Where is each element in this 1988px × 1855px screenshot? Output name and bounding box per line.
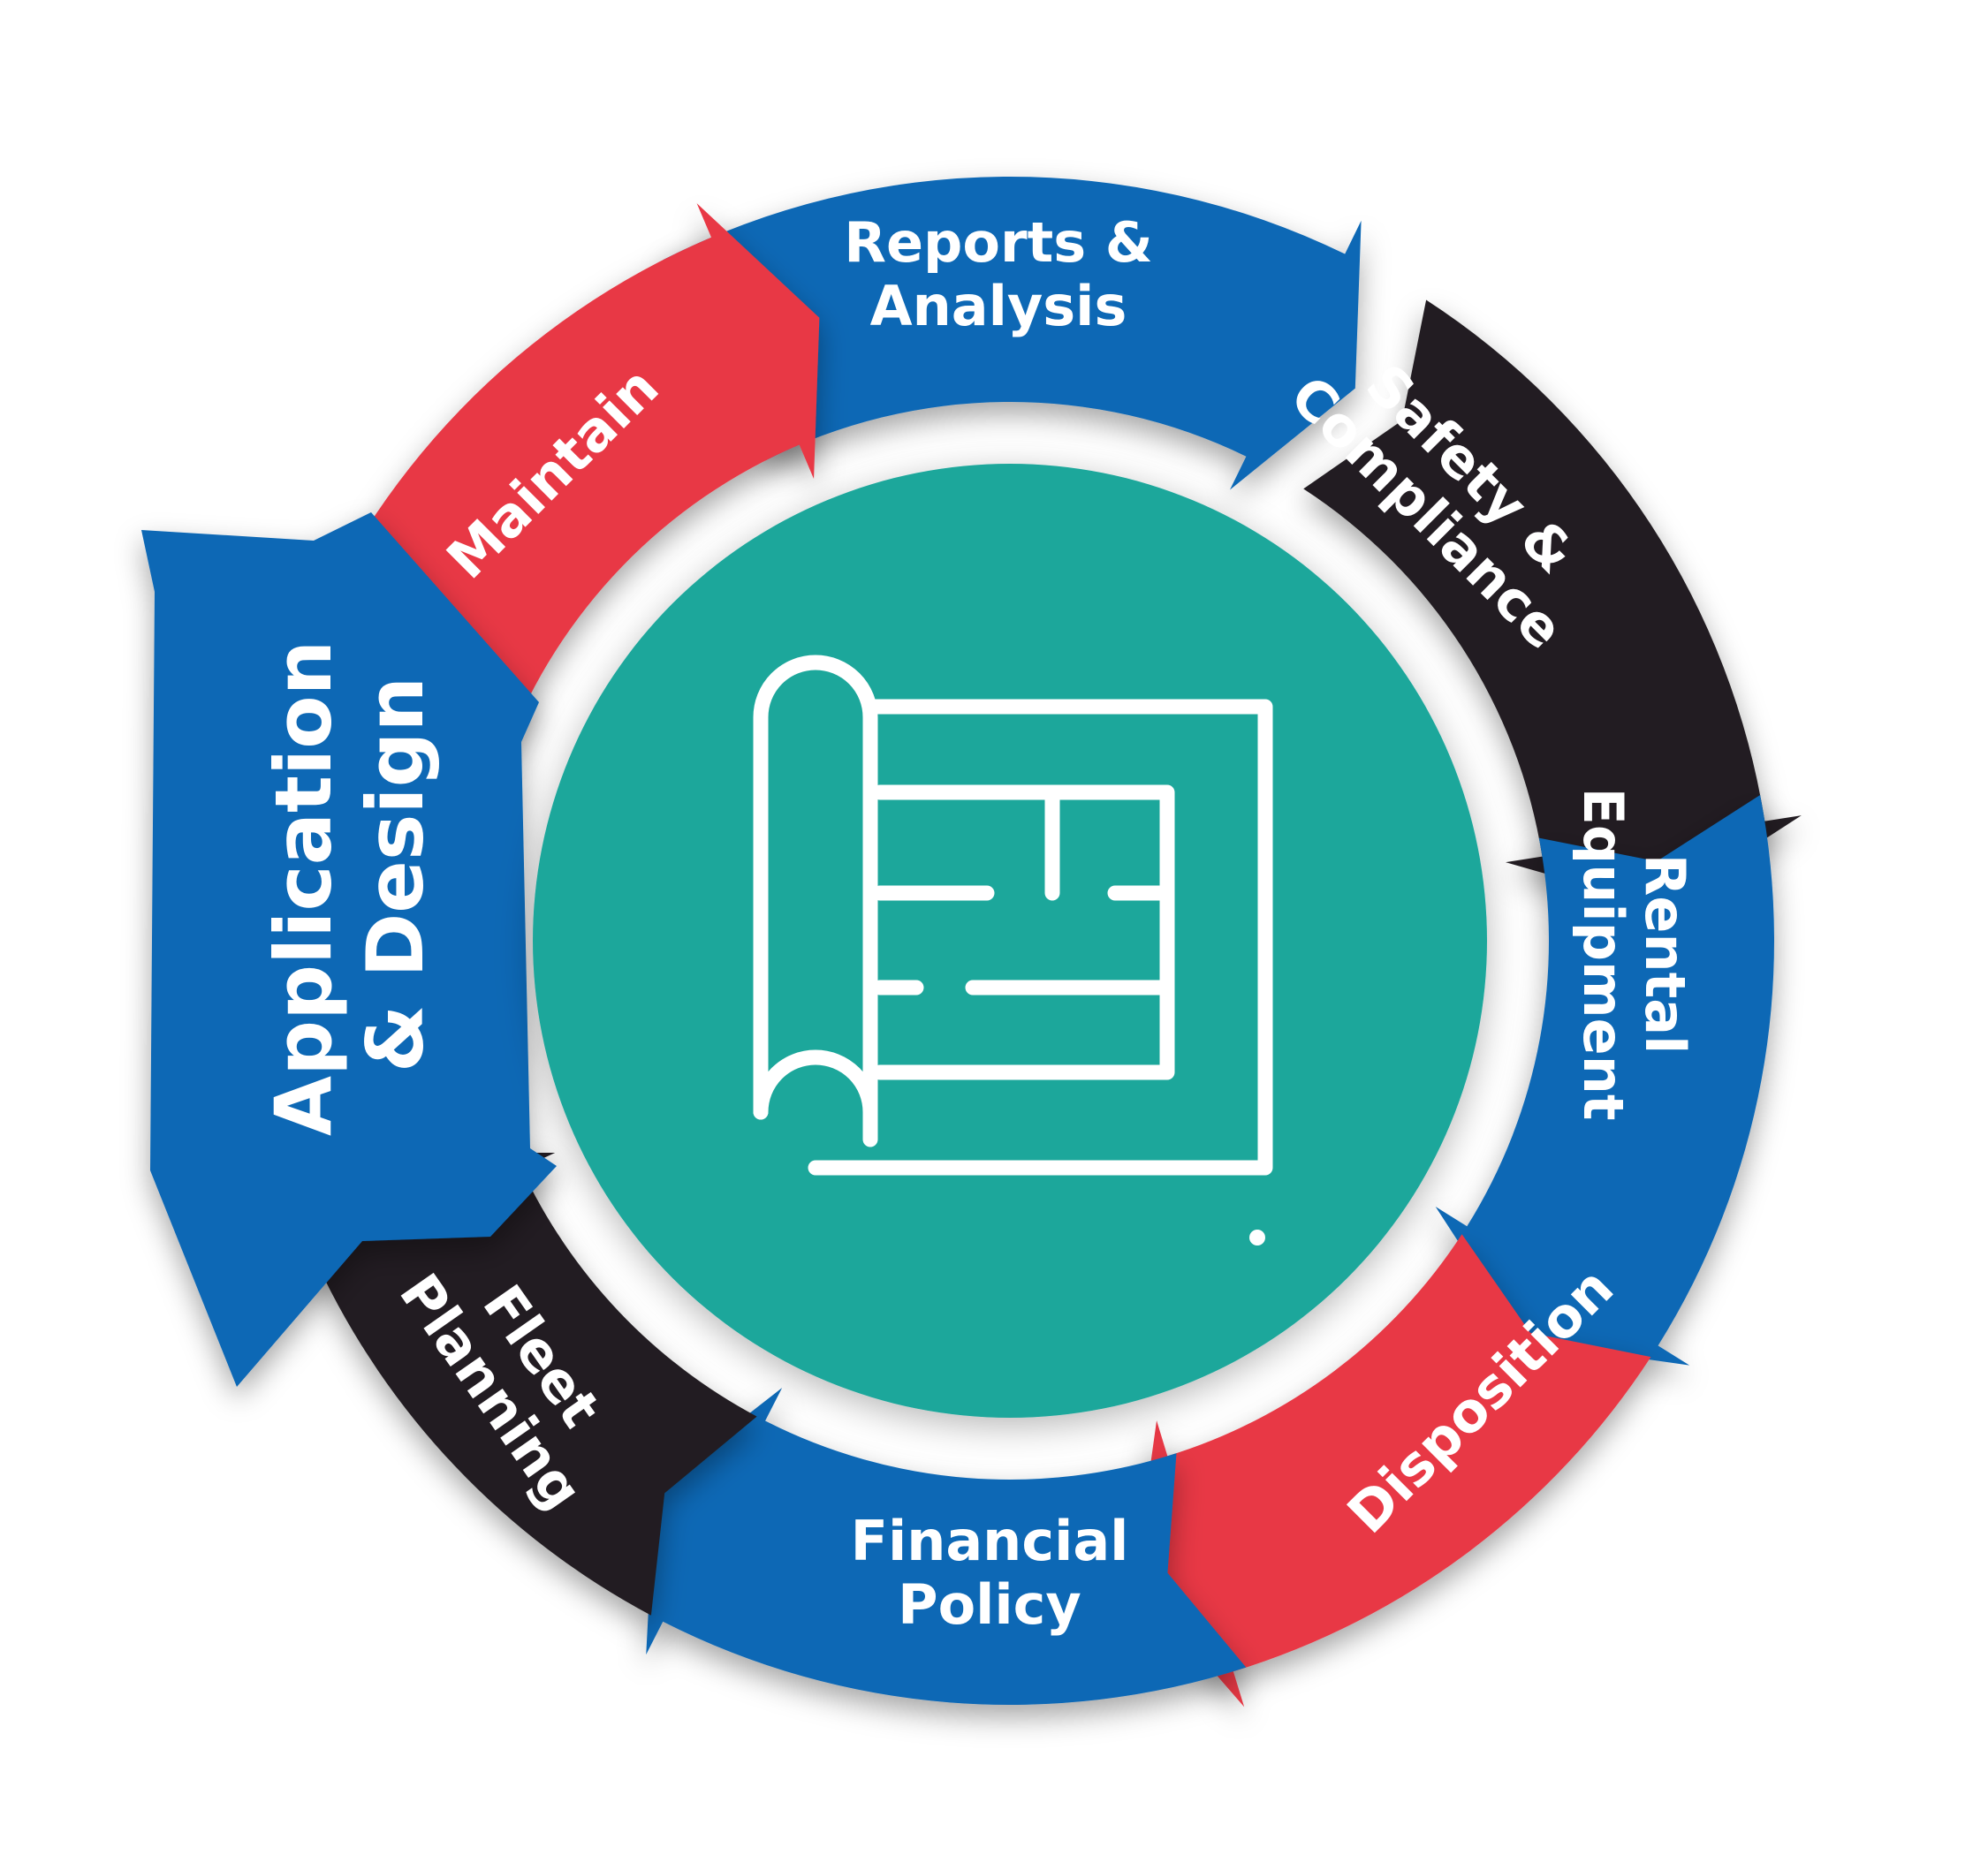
label-reports-line-2: Analysis xyxy=(870,274,1127,338)
application-design-label: Application & Design xyxy=(258,613,441,1136)
label-reports: Reports &Analysis xyxy=(844,210,1153,338)
label-financial-line-1: Financial xyxy=(851,1509,1129,1573)
label-financial-line-2: Policy xyxy=(898,1572,1081,1637)
arrow-shape-fleet xyxy=(283,1153,757,1616)
application-design-arrow-shape xyxy=(141,512,557,1387)
label-rental-line-1: Rental xyxy=(1634,854,1698,1055)
application-design-line-1: Application xyxy=(258,640,349,1136)
arrow-shape-rental xyxy=(1435,794,1774,1366)
blueprint-icon xyxy=(753,655,1273,1176)
arrow-shape-reports xyxy=(663,177,1362,490)
arrow-shape-safety xyxy=(1303,299,1802,907)
label-reports-line-1: Reports & xyxy=(844,210,1153,275)
arrow-shape-disposition xyxy=(1134,1234,1651,1707)
arrow-segment-fleet: FleetPlanning xyxy=(283,1153,757,1616)
arrow-segment-reports: Reports &Analysis xyxy=(663,177,1362,490)
center-circle xyxy=(533,464,1487,1418)
arrow-segment-rental: RentalEquipment xyxy=(1435,788,1774,1366)
center-hub xyxy=(533,464,1487,1418)
label-rental-line-2: Equipment xyxy=(1572,788,1636,1121)
application-design-line-2: & Design xyxy=(350,677,441,1072)
application-design-arrow: Application & Design xyxy=(141,512,557,1387)
label-rental: RentalEquipment xyxy=(1572,788,1698,1121)
small-dot xyxy=(1249,1230,1265,1246)
arrow-shape-financial xyxy=(646,1388,1247,1706)
